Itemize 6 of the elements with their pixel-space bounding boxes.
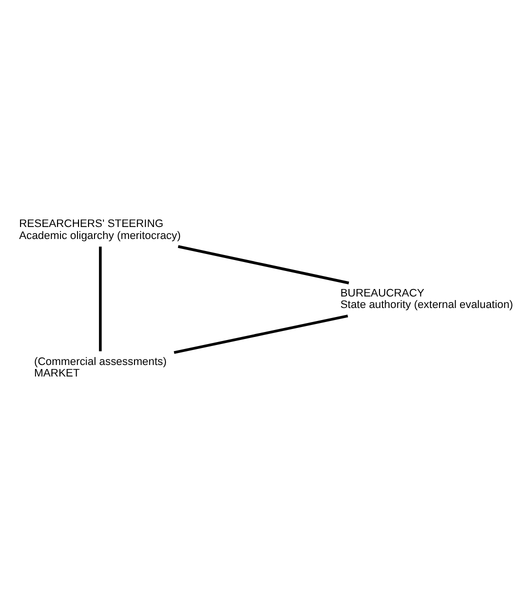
node-text: BUREAUCRACY State authority (external evaluation) — [340, 287, 514, 312]
connector — [98, 246, 102, 352]
node-text: RESEARCHERS' STEERING Academic oligarchy (meritocracy) — [19, 218, 181, 242]
node-text: (Commercial assessments) MARKET — [34, 356, 167, 380]
connector — [178, 245, 350, 284]
connector — [174, 314, 348, 354]
